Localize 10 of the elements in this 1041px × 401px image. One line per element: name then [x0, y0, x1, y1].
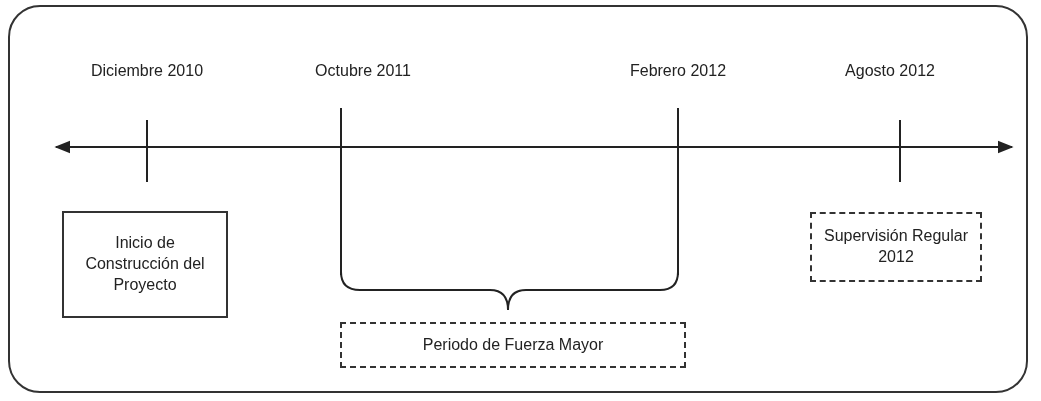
timeline-box — [62, 211, 228, 318]
timeline-box — [810, 212, 982, 282]
timeline-box — [340, 322, 686, 368]
box-text: Inicio de Construcción del Proyecto — [84, 233, 206, 295]
date-label: Agosto 2012 — [845, 62, 935, 80]
date-label: Febrero 2012 — [629, 62, 727, 80]
date-label: Octubre 2011 — [315, 62, 411, 80]
box-text: Periodo de Fuerza Mayor — [422, 334, 604, 355]
box-text: Supervisión Regular 2012 — [822, 226, 970, 267]
date-label: Diciembre 2010 — [90, 62, 204, 80]
